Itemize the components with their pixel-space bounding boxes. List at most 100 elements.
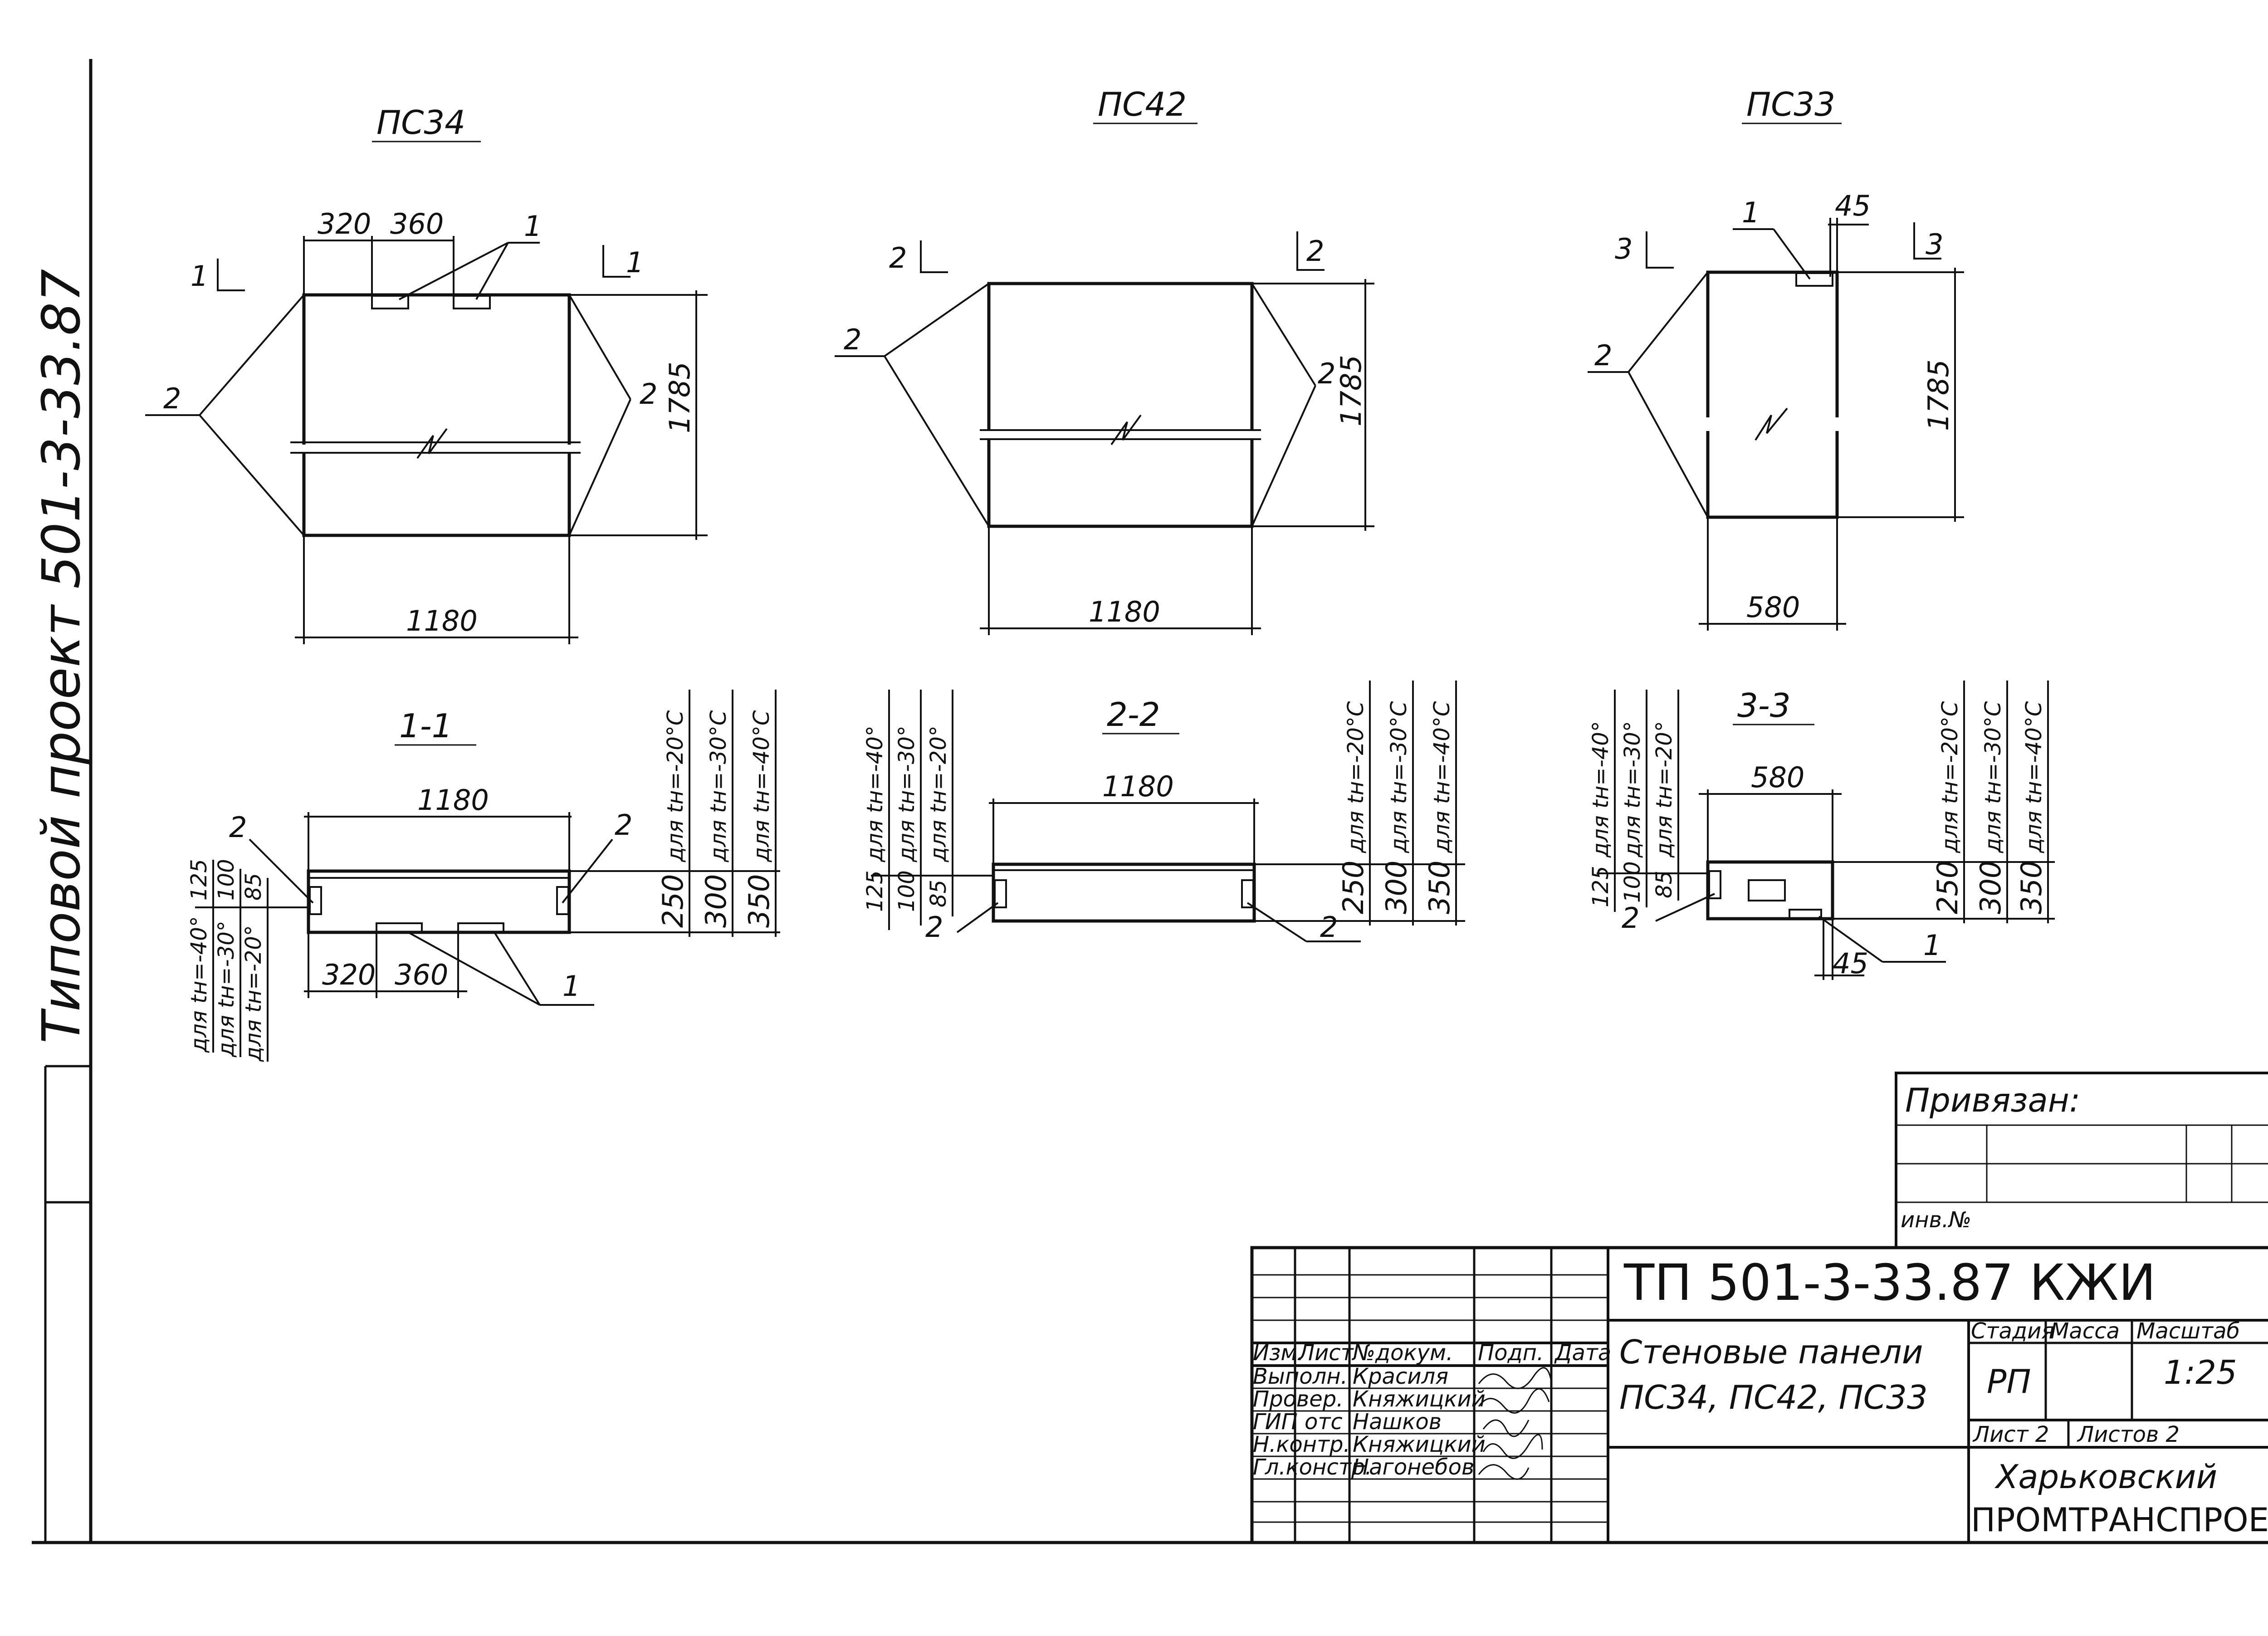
dim-value: 1180 [1102, 770, 1174, 803]
leader-label: 2 [844, 323, 861, 356]
view-ps33: ПС33 45 1 3 3 2 1785 580 [1588, 85, 1964, 631]
dim-value: 1785 [1922, 359, 1955, 431]
tb-role: Провер. [1253, 1386, 1343, 1412]
temp-note: для tн=-30°C [1980, 701, 2006, 853]
leader-label: 1 [562, 970, 580, 1003]
thickness-value: 300 [1380, 861, 1413, 914]
thickness-value: 250 [656, 874, 689, 928]
leader [1655, 893, 1715, 922]
section-mark-label: 1 [626, 246, 644, 279]
leader [494, 931, 541, 1006]
temp-note: для tн=-20°C [1343, 701, 1369, 853]
tb-name: Нашков [1353, 1409, 1442, 1435]
leader [1251, 283, 1316, 387]
leader-label: 1 [524, 210, 542, 243]
signature-icon [1482, 1434, 1543, 1459]
break-zigzag [1110, 414, 1142, 446]
temp-note: для tн=-30°C [706, 710, 731, 862]
leader [1251, 385, 1316, 527]
section-mark-label: 1 [191, 260, 208, 293]
leader [249, 838, 314, 904]
break-zigzag [416, 428, 448, 459]
binding-box: Привязан: инв.№ [1895, 1072, 2268, 1249]
leader [884, 283, 990, 357]
thickness-value: 300 [1974, 861, 2007, 914]
title-block: Изм. Лист №докум. Подп. Дата Выполн. Кра… [1250, 1246, 2268, 1544]
leader-label: 1 [1742, 196, 1760, 229]
section-mark-right [1913, 222, 1941, 260]
section-outline [1706, 860, 1834, 921]
thickness-value: 125 [186, 859, 212, 901]
dim-value: 1180 [406, 604, 478, 637]
org-name-line2: ПРОМТРАНСПРОЕКТ [1971, 1501, 2268, 1539]
tb-role: Выполн. [1253, 1364, 1348, 1389]
section-mark-right [602, 245, 631, 278]
view-ps42: ПС42 2 2 2 2 1785 1180 [835, 85, 1374, 635]
view-ps34: ПС34 320 360 1 1 1 2 2 [145, 103, 708, 644]
tb-role: Н.контр. [1253, 1432, 1350, 1457]
section-mark-right [1296, 231, 1325, 271]
leader-label: 2 [1594, 339, 1612, 372]
dim-value: 45 [1835, 189, 1871, 222]
leader-label: 2 [925, 911, 943, 944]
rib [1241, 879, 1254, 908]
leader-label: 2 [1318, 357, 1335, 390]
dim-value: 360 [395, 958, 448, 991]
tb-header: Изм. [1253, 1340, 1304, 1366]
temp-note: для tн=-20° [1652, 721, 1677, 858]
dim-value: 1785 [663, 362, 696, 433]
leader [1818, 916, 1883, 963]
tb-role: ГИП отс [1253, 1409, 1343, 1435]
section-mark-label: 2 [889, 241, 907, 274]
dim-value: 1180 [1089, 595, 1160, 628]
temp-note: для tн=-40°C [749, 710, 774, 862]
signature-icon [1482, 1419, 1530, 1437]
panel-outline-top [987, 282, 1254, 431]
embedded-insert [1789, 909, 1822, 920]
leader-label: 2 [163, 382, 181, 415]
leader [475, 242, 509, 300]
inv-label: инв.№ [1901, 1207, 1971, 1233]
thickness-value: 85 [241, 873, 266, 901]
tb-header: №докум. [1351, 1340, 1453, 1366]
dim-value: 320 [318, 207, 371, 240]
signature-icon [1478, 1367, 1552, 1389]
leader [408, 931, 540, 1006]
sheet-number: Лист 2 [1972, 1422, 2049, 1447]
temp-note: для tн=-20°C [663, 710, 688, 862]
signature-icon [1478, 1464, 1530, 1480]
sheet-count: Листов 2 [2077, 1422, 2180, 1447]
embedded-insert [1795, 272, 1833, 287]
scale-header: Масштаб [2136, 1318, 2240, 1344]
section-mark-left [217, 259, 245, 291]
panel-outline-top [1706, 270, 1839, 417]
org-name-line1: Харьковский [1994, 1458, 2217, 1496]
section-1-1: 1-1 1180 320 360 1 2 2 250 300 350 для t [186, 690, 780, 1062]
leader [1773, 228, 1811, 280]
thickness-value: 125 [862, 870, 888, 912]
temp-note: для tн=-30° [214, 921, 239, 1058]
leader-label: 2 [640, 377, 657, 411]
leader-label: 2 [229, 811, 247, 844]
view-title: ПС34 [376, 103, 465, 142]
temp-note: для tн=-40°C [2021, 701, 2047, 853]
temp-note: для tн=-40° [862, 725, 888, 862]
panel-outline-bottom [987, 440, 1254, 528]
temp-note: для tн=-20° [926, 725, 951, 862]
scale-value: 1:25 [2164, 1353, 2237, 1391]
temp-note: для tн=-20° [241, 925, 266, 1062]
tb-header: Дата [1554, 1340, 1611, 1366]
tb-name: Княжицкий [1353, 1432, 1486, 1457]
title-block-frame [1250, 1246, 2268, 1544]
thickness-value: 100 [1620, 861, 1645, 903]
panel-outline-bottom [1706, 431, 1839, 519]
leader-label: 1 [1923, 929, 1941, 962]
drawing-title-line1: Стеновые панели [1619, 1333, 1923, 1371]
leader [399, 242, 508, 300]
leader [1628, 372, 1709, 518]
leader [568, 294, 631, 400]
leader [956, 902, 999, 933]
mass-header: Масса [2050, 1318, 2120, 1344]
temp-note: для tн=-40°C [1429, 701, 1455, 853]
stage-value: РП [1987, 1362, 2031, 1401]
